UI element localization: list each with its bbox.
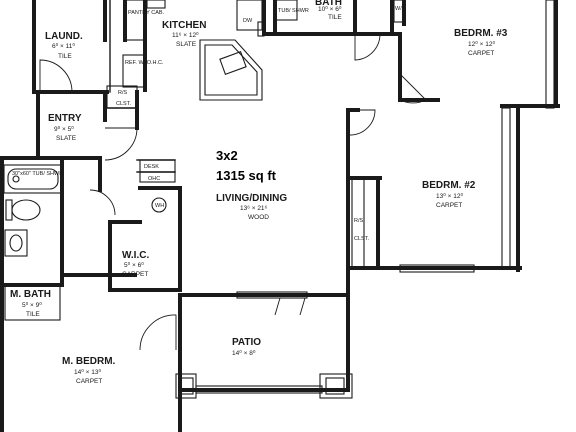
wic-name: W.I.C. (122, 250, 149, 261)
entry-dims: 9⁰ × 5⁰ (54, 125, 74, 133)
fixtures (3, 0, 405, 395)
laundry-dims: 6⁰ × 11⁰ (52, 42, 75, 50)
bed2-clst-label: CLST. (354, 236, 369, 242)
mbedroom-material: CARPET (76, 378, 102, 385)
dishwasher-label: DW (243, 18, 253, 24)
kitchen-material: SLATE (176, 41, 197, 48)
bedroom3-dims: 12⁰ × 12⁰ (468, 40, 495, 48)
entry-clst-label: CLST. (116, 101, 131, 107)
bedroom3-material: CARPET (468, 50, 494, 57)
bedroom2-dims: 13⁰ × 12⁰ (436, 192, 463, 200)
bedroom3-name: BEDRM. #3 (454, 28, 508, 39)
ref-label: REF. W/ O.H.C. (125, 60, 164, 66)
patio-dims: 14⁰ × 8⁰ (232, 349, 256, 357)
mbath-name: M. BATH (10, 289, 51, 300)
patio-name: PATIO (232, 337, 261, 348)
desk-label: DESK (144, 164, 159, 170)
windows (175, 0, 555, 399)
bath2-tub-label: TUB/ SHWR (278, 8, 309, 14)
entry-name: ENTRY (48, 113, 82, 124)
bed-bath-count: 3x2 (216, 148, 238, 163)
bed2-rs-label: R/S (354, 218, 364, 224)
bath2-name: BATH (315, 0, 342, 8)
living-name: LIVING/DINING (216, 193, 287, 204)
kitchen-dims: 11⁶ × 12⁰ (172, 31, 199, 39)
water-heater-label: WH (155, 203, 164, 209)
living-dims: 13⁶ × 21⁶ (240, 205, 268, 212)
mbath-material: TILE (26, 311, 40, 318)
laundry-name: LAUND. (45, 31, 83, 42)
laundry-material: TILE (58, 53, 72, 60)
bed3-ws-label: W/S (395, 6, 406, 12)
walls (0, 0, 560, 432)
bedroom2-material: CARPET (436, 202, 462, 209)
wic-material: CARPET (122, 271, 148, 278)
pantry-label: PANTRY CAB. (128, 10, 165, 16)
kitchen-name: KITCHEN (162, 20, 206, 31)
mbedroom-name: M. BEDRM. (62, 356, 116, 367)
bath2-material: TILE (328, 14, 342, 21)
mbedroom-dims: 14⁰ × 13⁰ (74, 368, 101, 376)
wic-dims: 5⁰ × 6⁰ (124, 261, 144, 269)
living-material: WOOD (248, 214, 269, 221)
square-footage: 1315 sq ft (216, 168, 277, 183)
ohc-label: OHC (148, 176, 160, 182)
mbath-tub-label: 30"x60" TUB/ SHWR (12, 171, 63, 177)
bath2-dims: 10⁰ × 6⁰ (318, 5, 342, 13)
entry-material: SLATE (56, 135, 77, 142)
bedroom2-name: BEDRM. #2 (422, 180, 476, 191)
entry-rs-label: R/S (118, 90, 128, 96)
doors (39, 33, 427, 351)
mbath-dims: 5⁰ × 9⁰ (22, 301, 42, 309)
